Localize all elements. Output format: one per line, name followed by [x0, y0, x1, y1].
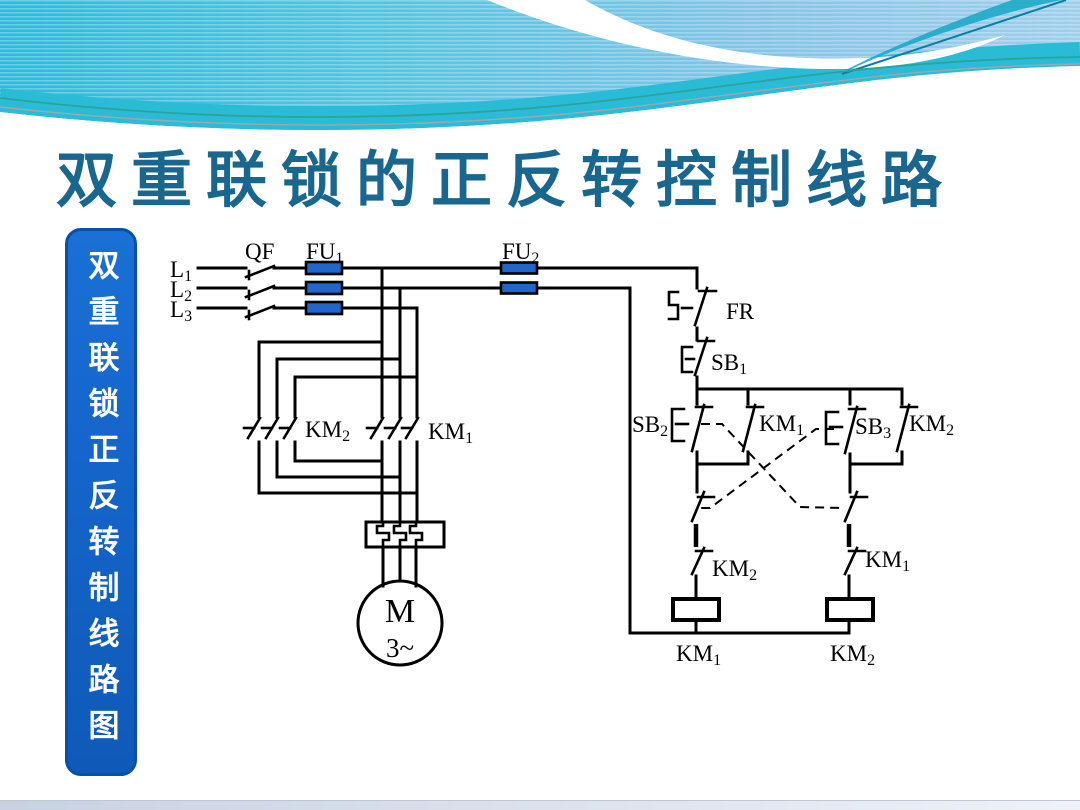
fuse-fu1-symbol: [304, 260, 344, 316]
reverse-branch-lower: [825, 462, 875, 635]
motor-label: M: [385, 593, 415, 630]
fuse-fu2-symbol: [499, 261, 539, 295]
label-fu2: FU2: [502, 239, 539, 267]
main-circuit: M 3~: [196, 260, 699, 667]
km2-coil: [825, 597, 875, 622]
fr-contact-symbol: [667, 286, 718, 342]
label-sb3: SB3: [855, 414, 891, 442]
label-sb2: SB2: [632, 412, 668, 440]
label-km1-aux: KM1: [759, 411, 804, 439]
label-l2: L2: [170, 277, 192, 305]
overload-heater-box: [364, 520, 446, 549]
motor-symbol: M 3~: [356, 579, 444, 667]
km1-main-contacts: [365, 416, 420, 440]
km1-coil: [671, 597, 721, 622]
page-title: 双重联锁的正反转控制线路: [56, 146, 957, 214]
sidebar-banner: 双重联锁正反转制线路图: [65, 228, 137, 776]
label-qf: QF: [245, 239, 274, 264]
km1-aux-contact-symbol: [741, 403, 765, 466]
label-sb1: SB1: [711, 350, 747, 378]
label-km2-interlock: KM2: [712, 556, 757, 584]
breaker-qf-symbol: [244, 264, 276, 321]
forward-branch-lower: [671, 462, 721, 635]
label-km1-coil: KM1: [676, 641, 721, 669]
label-km1-main: KM1: [428, 419, 473, 447]
bottom-strip: [0, 800, 1080, 810]
km2-aux-contact-symbol: [895, 403, 919, 466]
label-l3: L3: [170, 297, 192, 325]
phase-lines: [196, 266, 699, 310]
labels: L1 L2 L3 QF FU1 FU2 KM2 KM1 FR SB1 SB2 K…: [170, 239, 954, 669]
sidebar-banner-label: 双重联锁正反转制线路图: [83, 249, 119, 755]
km2-main-contacts: [242, 416, 298, 440]
sb1-stop-button-symbol: [680, 336, 716, 391]
label-fr: FR: [726, 299, 755, 324]
label-km2-coil: KM2: [830, 641, 875, 669]
sb2-forward-button-symbol: [670, 403, 714, 466]
motor-phase-label: 3~: [386, 633, 414, 663]
label-fu1: FU1: [306, 239, 343, 267]
label-km2-main: KM2: [305, 417, 350, 445]
label-l1: L1: [170, 257, 192, 285]
header-wave-decoration: [0, 0, 1080, 150]
control-circuit: [499, 261, 919, 635]
mechanical-interlock-dashes: [700, 423, 844, 509]
label-km1-interlock: KM1: [865, 547, 910, 575]
label-km2-aux: KM2: [909, 411, 954, 439]
